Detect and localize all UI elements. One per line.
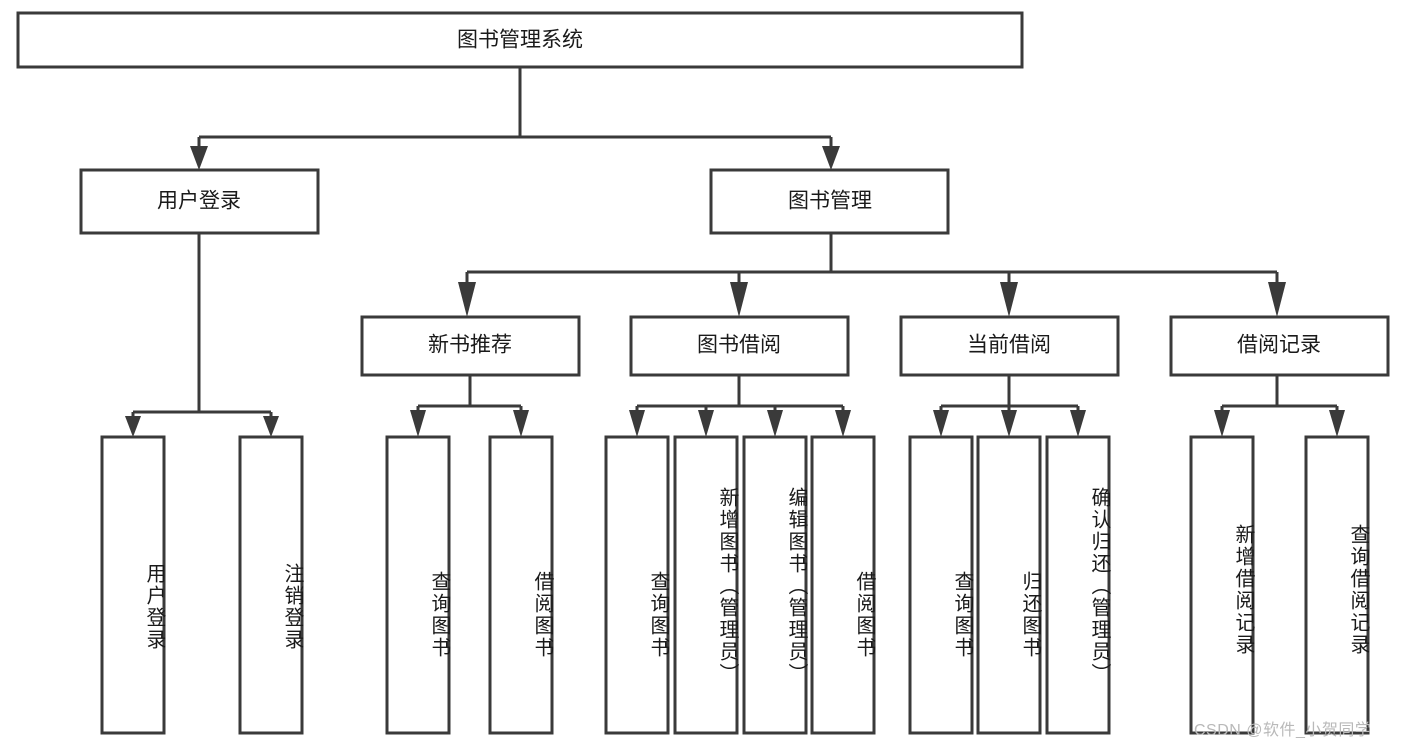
node-borrow-record[interactable]: 借阅记录 xyxy=(1169,315,1390,377)
node-new-book-rec-box[interactable] xyxy=(360,315,581,377)
arrowhead-cb-leaf-3 xyxy=(1070,410,1086,437)
arrowhead-br-leaf-1 xyxy=(1214,410,1230,437)
node-book-manage[interactable]: 图书管理 xyxy=(709,168,950,235)
leaf-box-br-add-record[interactable] xyxy=(1189,435,1255,735)
node-book-borrow[interactable]: 图书借阅 xyxy=(629,315,850,377)
arrowhead-cb-leaf-1 xyxy=(933,410,949,437)
node-new-book-rec[interactable]: 新书推荐 xyxy=(360,315,581,377)
node-book-borrow-label: 图书借阅 xyxy=(697,334,781,357)
node-current-borrow-box[interactable] xyxy=(899,315,1120,377)
node-book-manage-label: 图书管理 xyxy=(788,190,872,213)
leaf-box-bb-add-book[interactable] xyxy=(673,435,739,735)
node-new-book-rec-label: 新书推荐 xyxy=(428,334,512,357)
leaf-box-cb-return-book[interactable] xyxy=(976,435,1042,735)
connector-group-root xyxy=(190,67,840,170)
leaf-box-logout[interactable] xyxy=(238,435,304,735)
node-root-box[interactable] xyxy=(16,11,1024,69)
connector-group-book-borrow xyxy=(629,375,851,437)
arrowhead-current-borrow xyxy=(1000,282,1018,317)
leaf-box-br-query-record[interactable] xyxy=(1304,435,1370,735)
leaf-box-bb-edit-book[interactable] xyxy=(742,435,808,735)
node-borrow-record-box[interactable] xyxy=(1169,315,1390,377)
node-user-login-box[interactable] xyxy=(79,168,320,235)
leaf-box-user-login[interactable] xyxy=(100,435,166,735)
node-user-login-label: 用户登录 xyxy=(157,190,241,213)
leaf-box-bb-borrow-book[interactable] xyxy=(810,435,876,735)
node-current-borrow[interactable]: 当前借阅 xyxy=(899,315,1120,377)
leaf-box-cb-confirm-return[interactable] xyxy=(1045,435,1111,735)
arrowhead-nbr-leaf-1 xyxy=(410,410,426,437)
arrowhead-bb-leaf-2 xyxy=(698,410,714,437)
connector-group-current-borrow xyxy=(933,375,1086,437)
leaf-box-cb-query-book[interactable] xyxy=(908,435,974,735)
arrowhead-cb-leaf-2 xyxy=(1001,410,1017,437)
node-root-label: 图书管理系统 xyxy=(457,29,583,52)
arrowhead-bb-leaf-4 xyxy=(835,410,851,437)
node-current-borrow-label: 当前借阅 xyxy=(967,334,1051,357)
node-book-borrow-box[interactable] xyxy=(629,315,850,377)
node-user-login[interactable]: 用户登录 xyxy=(79,168,320,235)
arrowhead-nbr-leaf-2 xyxy=(513,410,529,437)
arrowhead-book-manage xyxy=(822,146,840,170)
node-book-manage-box[interactable] xyxy=(709,168,950,235)
node-root[interactable]: 图书管理系统 xyxy=(16,11,1024,69)
connector-group-user-login xyxy=(125,233,279,437)
leaf-box-nbr-borrow-book[interactable] xyxy=(488,435,554,735)
connector-group-book-manage xyxy=(458,233,1286,317)
connector-group-borrow-record xyxy=(1214,375,1345,437)
arrowhead-leaf-user-login xyxy=(125,416,141,437)
arrowhead-borrow-record xyxy=(1268,282,1286,317)
arrowhead-new-book-rec xyxy=(458,282,476,317)
arrowhead-bb-leaf-1 xyxy=(629,410,645,437)
leaf-box-bb-query-book[interactable] xyxy=(604,435,670,735)
node-borrow-record-label: 借阅记录 xyxy=(1237,334,1321,357)
connector-group-new-book-rec xyxy=(410,375,529,437)
arrowhead-bb-leaf-3 xyxy=(767,410,783,437)
arrowhead-br-leaf-2 xyxy=(1329,410,1345,437)
arrowhead-book-borrow xyxy=(730,282,748,317)
csdn-watermark: CSDN @软件_小贺同学 xyxy=(1194,722,1372,739)
arrowhead-user-login xyxy=(190,146,208,170)
arrowhead-leaf-logout xyxy=(263,416,279,437)
leaf-box-nbr-query-book[interactable] xyxy=(385,435,451,735)
